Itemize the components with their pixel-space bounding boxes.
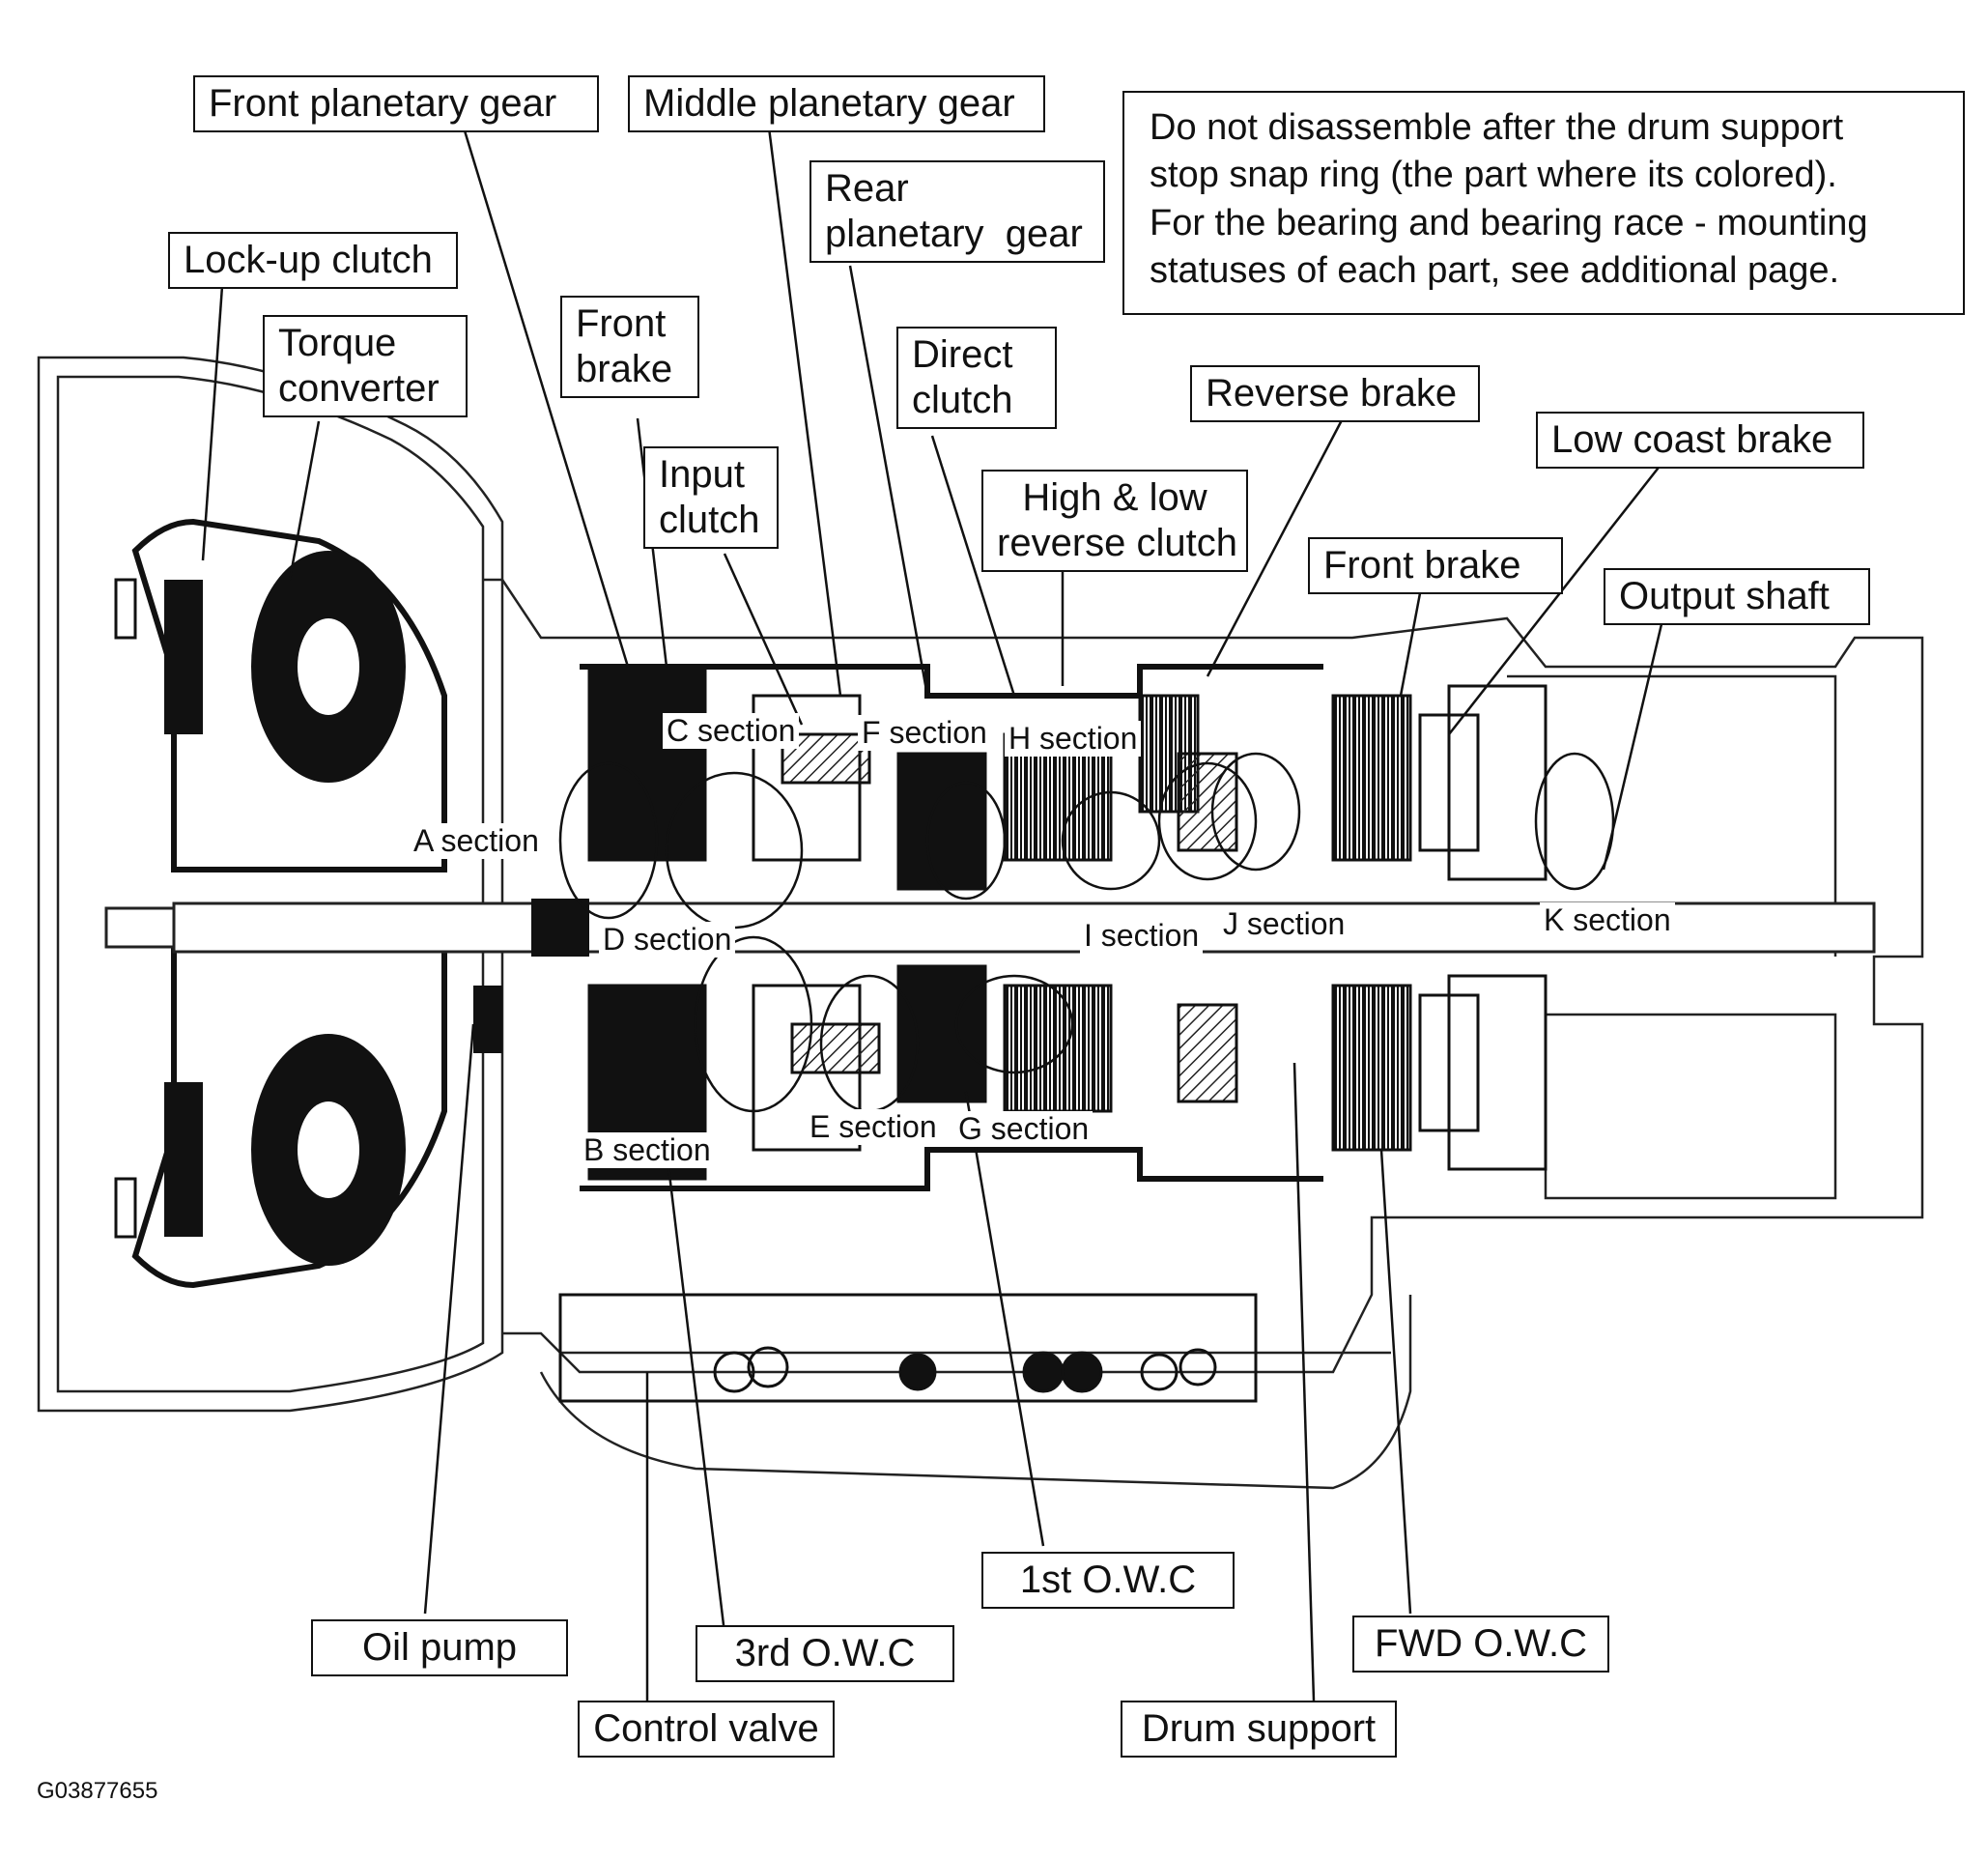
callout-third-owc: 3rd O.W.C: [696, 1625, 954, 1683]
callout-oil-pump: Oil pump: [311, 1619, 568, 1677]
callout-lock-up-clutch: Lock-up clutch: [168, 232, 458, 290]
section-label-k: K section: [1540, 902, 1675, 938]
callout-label-line2: converter: [278, 367, 440, 411]
section-label-c: C section: [663, 713, 800, 749]
callout-front-brake-upper: Front brake: [560, 296, 699, 399]
callout-label: Front brake: [1323, 544, 1521, 586]
callout-direct-clutch: Direct clutch: [896, 327, 1057, 430]
callout-label: 3rd O.W.C: [734, 1632, 916, 1674]
callout-label-line1: Front: [576, 302, 667, 345]
callout-label: Reverse brake: [1206, 372, 1458, 415]
callout-label-line2: clutch: [659, 499, 760, 542]
section-label-i: I section: [1080, 918, 1204, 954]
callout-middle-planetary-gear: Middle planetary gear: [628, 75, 1045, 133]
callout-reverse-brake: Reverse brake: [1190, 365, 1480, 423]
callout-front-planetary-gear: Front planetary gear: [193, 75, 599, 133]
callout-fwd-owc: FWD O.W.C: [1352, 1616, 1609, 1673]
note-line: statuses of each part, see additional pa…: [1150, 250, 1840, 292]
note-line: stop snap ring (the part where its color…: [1150, 155, 1837, 196]
callout-label: Drum support: [1141, 1707, 1377, 1750]
callout-high-low-reverse-clutch: High & low reverse clutch: [981, 470, 1248, 573]
disassembly-note: Do not disassemble after the drum suppor…: [1122, 91, 1965, 315]
callout-label-line1: Input: [659, 453, 745, 496]
section-label-d: D section: [599, 922, 736, 958]
torque-converter-shape: [114, 518, 447, 1289]
callout-low-coast-brake: Low coast brake: [1536, 412, 1864, 470]
callout-torque-converter: Torque converter: [263, 315, 468, 418]
note-line: Do not disassemble after the drum suppor…: [1150, 107, 1844, 148]
callout-label: Output shaft: [1619, 575, 1830, 617]
callout-output-shaft: Output shaft: [1604, 568, 1870, 626]
callout-first-owc: 1st O.W.C: [981, 1552, 1235, 1610]
figure-id: G03877655: [37, 1778, 158, 1804]
callout-input-clutch: Input clutch: [643, 446, 779, 550]
section-label-b: B section: [580, 1132, 715, 1168]
callout-label: Control valve: [593, 1707, 819, 1750]
callout-label: Lock-up clutch: [184, 239, 433, 281]
callout-label-line1: Rear: [825, 167, 909, 210]
callout-label-line2: reverse clutch: [997, 522, 1237, 565]
callout-drum-support: Drum support: [1121, 1701, 1397, 1759]
callout-label-line2: brake: [576, 348, 673, 391]
callout-rear-planetary-gear: Rear planetary gear: [809, 160, 1105, 264]
callout-label-line1: High & low: [1022, 476, 1207, 519]
control-valve-shape: [558, 1293, 1258, 1403]
leader-lines: [201, 127, 1663, 1702]
callout-control-valve: Control valve: [578, 1701, 835, 1759]
oil-pump-shape: [473, 986, 502, 1053]
section-label-a: A section: [410, 823, 543, 859]
callout-label: Oil pump: [361, 1626, 518, 1669]
callout-label-line1: Torque: [278, 322, 397, 364]
callout-label: Middle planetary gear: [643, 82, 1015, 125]
section-label-j: J section: [1219, 906, 1349, 942]
callout-label: Low coast brake: [1551, 418, 1833, 461]
callout-label-line2: planetary gear: [825, 213, 1083, 256]
callout-label: FWD O.W.C: [1375, 1622, 1587, 1665]
section-label-f: F section: [858, 715, 991, 751]
section-label-g: G section: [954, 1111, 1093, 1147]
callout-label-line2: clutch: [912, 379, 1013, 422]
note-line: For the bearing and bearing race - mount…: [1150, 202, 1868, 243]
callout-front-brake-right: Front brake: [1308, 537, 1563, 595]
callout-label: Front planetary gear: [209, 82, 557, 125]
callout-label: 1st O.W.C: [1019, 1559, 1197, 1601]
section-label-h: H section: [1005, 721, 1142, 757]
section-label-e: E section: [806, 1109, 941, 1145]
callout-label-line1: Direct: [912, 333, 1013, 376]
